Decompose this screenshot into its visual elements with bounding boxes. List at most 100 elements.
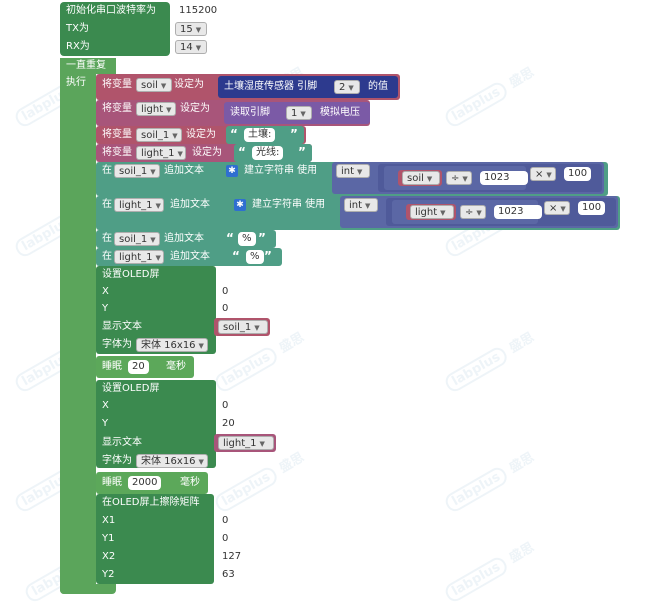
watermark-logo-text: labplus — [442, 344, 511, 395]
clear-x1-label: X1 — [102, 515, 116, 526]
oled1-var-select[interactable]: soil_1▼ — [218, 320, 268, 334]
divide-op-select[interactable]: ÷▼ — [446, 171, 472, 185]
sleep1-value-field[interactable]: 20 — [128, 360, 149, 374]
clear-y2-field[interactable]: 63 — [218, 568, 239, 582]
multiply-op-select[interactable]: ×▼ — [530, 167, 556, 181]
init-serial-block[interactable] — [60, 2, 170, 56]
clear-x2-field[interactable]: 127 — [218, 550, 246, 564]
int-select[interactable]: int▼ — [344, 198, 378, 212]
oled1-font-label: 字体为 — [102, 339, 132, 350]
close-quote-icon: ” — [258, 231, 266, 245]
watermark-brand-text: 盛思 — [506, 540, 537, 567]
oled2-font-label: 字体为 — [102, 455, 132, 466]
sleep2-unit: 毫秒 — [180, 477, 200, 488]
set-light-suffix: 设定为 — [180, 103, 210, 114]
pct-text-field[interactable]: % — [246, 250, 264, 264]
soil-pin-select[interactable]: 2▼ — [334, 80, 360, 94]
int-select[interactable]: int▼ — [336, 164, 370, 178]
sleep1-unit: 毫秒 — [166, 361, 186, 372]
watermark-logo-text: labplus — [442, 79, 511, 130]
append-light1-prefix: 在 — [102, 199, 112, 210]
watermark-logo-text: labplus — [212, 464, 281, 515]
oled1-x-label: X — [102, 286, 109, 297]
tx-pin-select[interactable]: 15▼ — [175, 22, 207, 36]
set-soil1-suffix: 设定为 — [186, 129, 216, 140]
divisor-field[interactable]: 1023 — [494, 205, 542, 219]
oled-clear-rect-block[interactable] — [96, 494, 214, 584]
gear-icon[interactable]: ✱ — [234, 199, 246, 211]
watermark-logo: labplus盛思 — [211, 327, 308, 395]
sleep2-value-field[interactable]: 2000 — [128, 476, 162, 490]
soil1-text-field[interactable]: 土壤: — [244, 128, 276, 142]
append-soil1-suffix: 追加文本 — [164, 165, 204, 176]
read-pin-select[interactable]: 1▼ — [286, 106, 312, 120]
soil-sensor-label: 土壤湿度传感器 引脚 — [224, 81, 318, 92]
set-soil1-prefix: 将变量 — [102, 129, 132, 140]
light-var-dropdown[interactable]: light▼ — [410, 205, 454, 219]
baud-value-field[interactable]: 115200 — [175, 4, 222, 18]
append-soil1-var-select[interactable]: soil_1▼ — [114, 164, 160, 178]
clear-y1-field[interactable]: 0 — [218, 532, 233, 546]
light-var-select[interactable]: light▼ — [136, 102, 176, 116]
set-light1-suffix: 设定为 — [192, 147, 222, 158]
watermark-brand-text: 盛思 — [506, 450, 537, 477]
soil-var-dropdown[interactable]: soil▼ — [402, 171, 440, 185]
clear-title: 在OLED屏上擦除矩阵 — [102, 497, 200, 508]
clear-y2-label: Y2 — [102, 569, 115, 580]
forever-loop-header — [60, 58, 116, 74]
oled2-font-select[interactable]: 宋体 16x16▼ — [136, 454, 208, 468]
read-pin-label: 读取引脚 — [230, 107, 270, 118]
set-soil-prefix: 将变量 — [102, 79, 132, 90]
watermark-logo: labplus盛思 — [441, 327, 538, 395]
multiply-op-select[interactable]: ×▼ — [544, 201, 570, 215]
soil-var-select[interactable]: soil▼ — [136, 78, 172, 92]
open-quote-icon: “ — [238, 145, 246, 159]
append-light1-pct-prefix: 在 — [102, 251, 112, 262]
oled1-y-label: Y — [102, 303, 109, 314]
loop-do-label: 执行 — [66, 77, 86, 88]
append-soil1-pct-var[interactable]: soil_1▼ — [114, 232, 160, 246]
multiplier-field[interactable]: 100 — [578, 201, 606, 215]
oled1-font-select[interactable]: 宋体 16x16▼ — [136, 338, 208, 352]
append-light1-var-select[interactable]: light_1▼ — [114, 198, 164, 212]
oled1-y-field[interactable]: 0 — [218, 302, 233, 316]
set-soil-suffix: 设定为 — [174, 79, 204, 90]
append-light1-pct-var[interactable]: light_1▼ — [114, 250, 164, 264]
oled2-title: 设置OLED屏 — [102, 383, 160, 394]
append-soil1-pct-suffix: 追加文本 — [164, 233, 204, 244]
sleep2-label: 睡眠 — [102, 477, 122, 488]
oled1-x-field[interactable]: 0 — [218, 285, 233, 299]
init-tx-label: TX为 — [66, 23, 89, 34]
pct-text-field[interactable]: % — [238, 232, 256, 246]
oled2-y-field[interactable]: 20 — [218, 417, 239, 431]
watermark-brand-text: 盛思 — [276, 450, 307, 477]
divide-op-select[interactable]: ÷▼ — [460, 205, 486, 219]
forever-loop-block[interactable] — [60, 58, 96, 594]
loop-label: 一直重复 — [66, 60, 106, 71]
close-quote-icon: ” — [298, 145, 306, 159]
soil1-var-select[interactable]: soil_1▼ — [136, 128, 182, 142]
light1-var-select[interactable]: light_1▼ — [136, 146, 186, 160]
light1-text-field[interactable]: 光线: — [252, 146, 284, 160]
multiplier-field[interactable]: 100 — [564, 167, 592, 181]
clear-x2-label: X2 — [102, 551, 116, 562]
set-light-prefix: 将变量 — [102, 103, 132, 114]
read-pin-tail: 模拟电压 — [320, 107, 360, 118]
rx-pin-select[interactable]: 14▼ — [175, 40, 207, 54]
divisor-field[interactable]: 1023 — [480, 171, 528, 185]
open-quote-icon: “ — [230, 127, 238, 141]
oled2-x-field[interactable]: 0 — [218, 399, 233, 413]
watermark-brand-text: 盛思 — [506, 65, 537, 92]
watermark-logo-text: labplus — [442, 554, 511, 604]
oled1-text-label: 显示文本 — [102, 321, 142, 332]
set-light1-prefix: 将变量 — [102, 147, 132, 158]
append-light1-suffix: 追加文本 — [170, 199, 210, 210]
watermark-brand-text: 盛思 — [506, 330, 537, 357]
oled2-var-select[interactable]: light_1▼ — [218, 436, 274, 450]
set-oled-block[interactable] — [96, 380, 216, 468]
init-rx-label: RX为 — [66, 41, 90, 52]
close-quote-icon: ” — [264, 249, 272, 263]
clear-x1-field[interactable]: 0 — [218, 514, 233, 528]
init-baud-label: 初始化串口波特率为 — [66, 5, 156, 16]
gear-icon[interactable]: ✱ — [226, 165, 238, 177]
